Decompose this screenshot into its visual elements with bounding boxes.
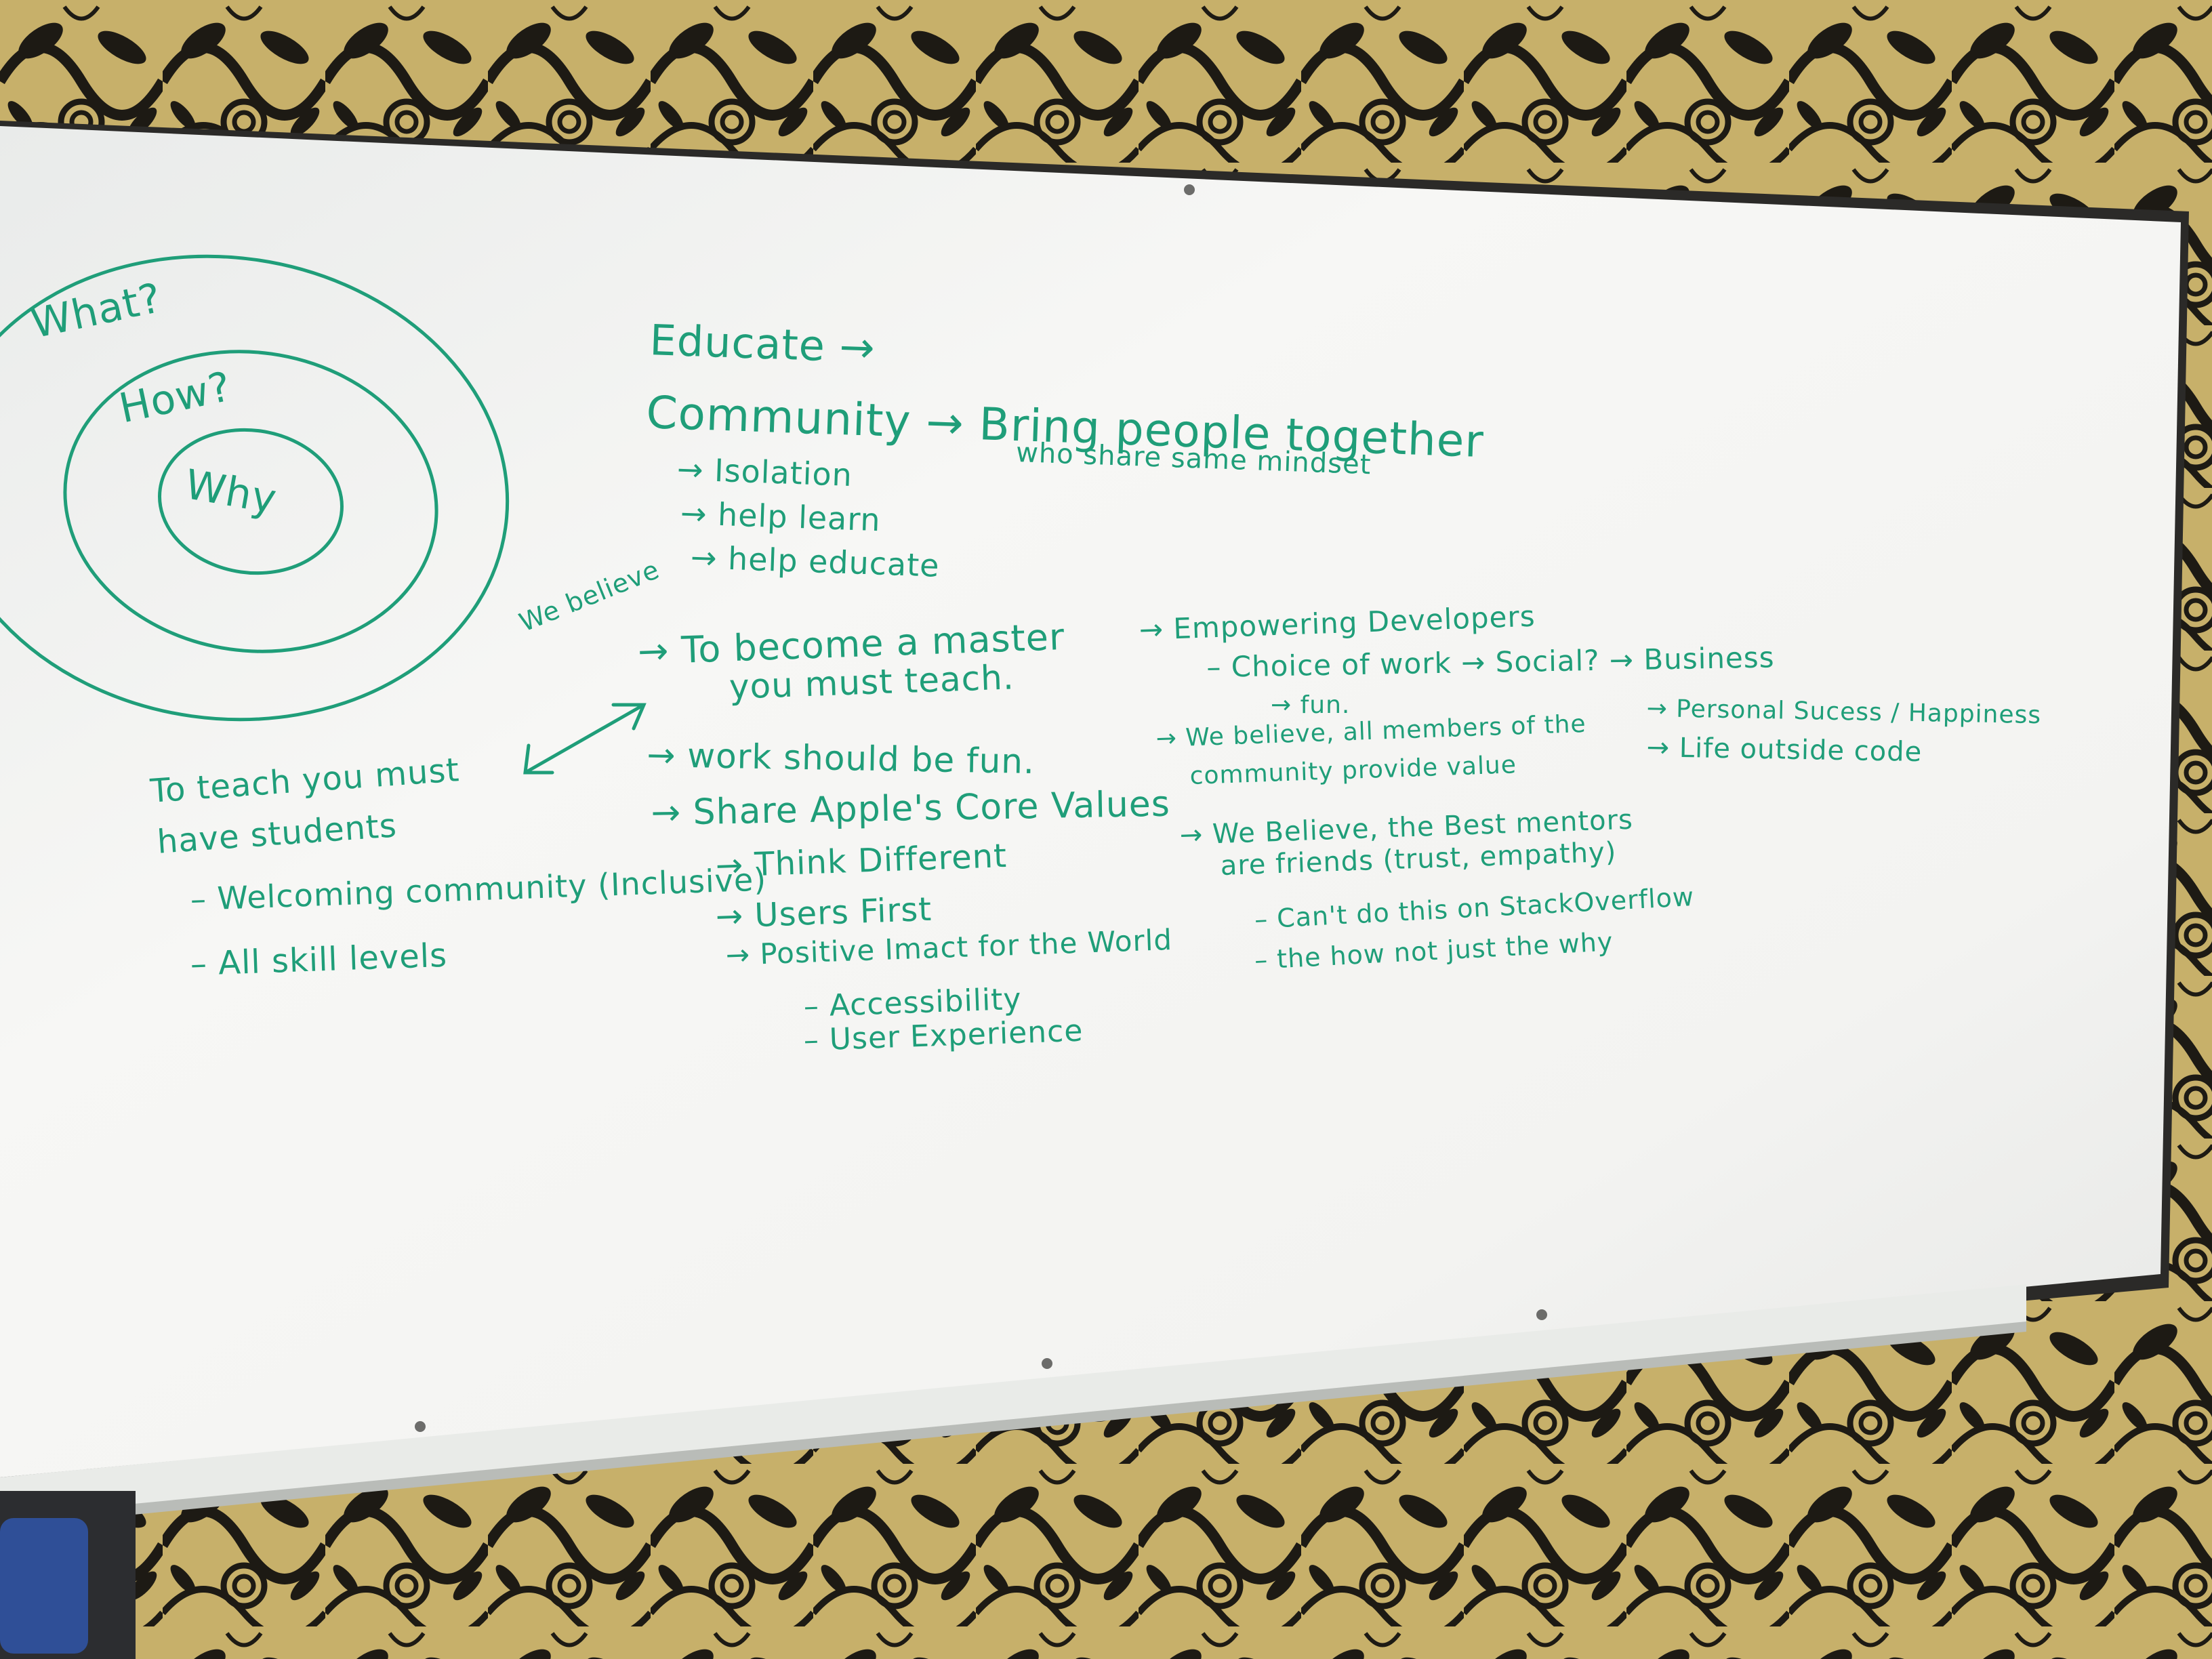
screw [1042,1358,1052,1369]
circle-outer [0,254,510,722]
circle-middle [63,350,438,653]
circle-inner [158,428,344,575]
marker-cup [0,1518,88,1654]
screw [415,1421,426,1432]
why-how-what-circles [0,254,510,722]
whiteboard [0,126,2181,1477]
marker-tray-shadow [0,1322,2026,1528]
marker-tray [0,1284,2026,1525]
double-arrow [523,703,647,775]
screw [1536,1309,1547,1320]
screw [1184,184,1195,195]
